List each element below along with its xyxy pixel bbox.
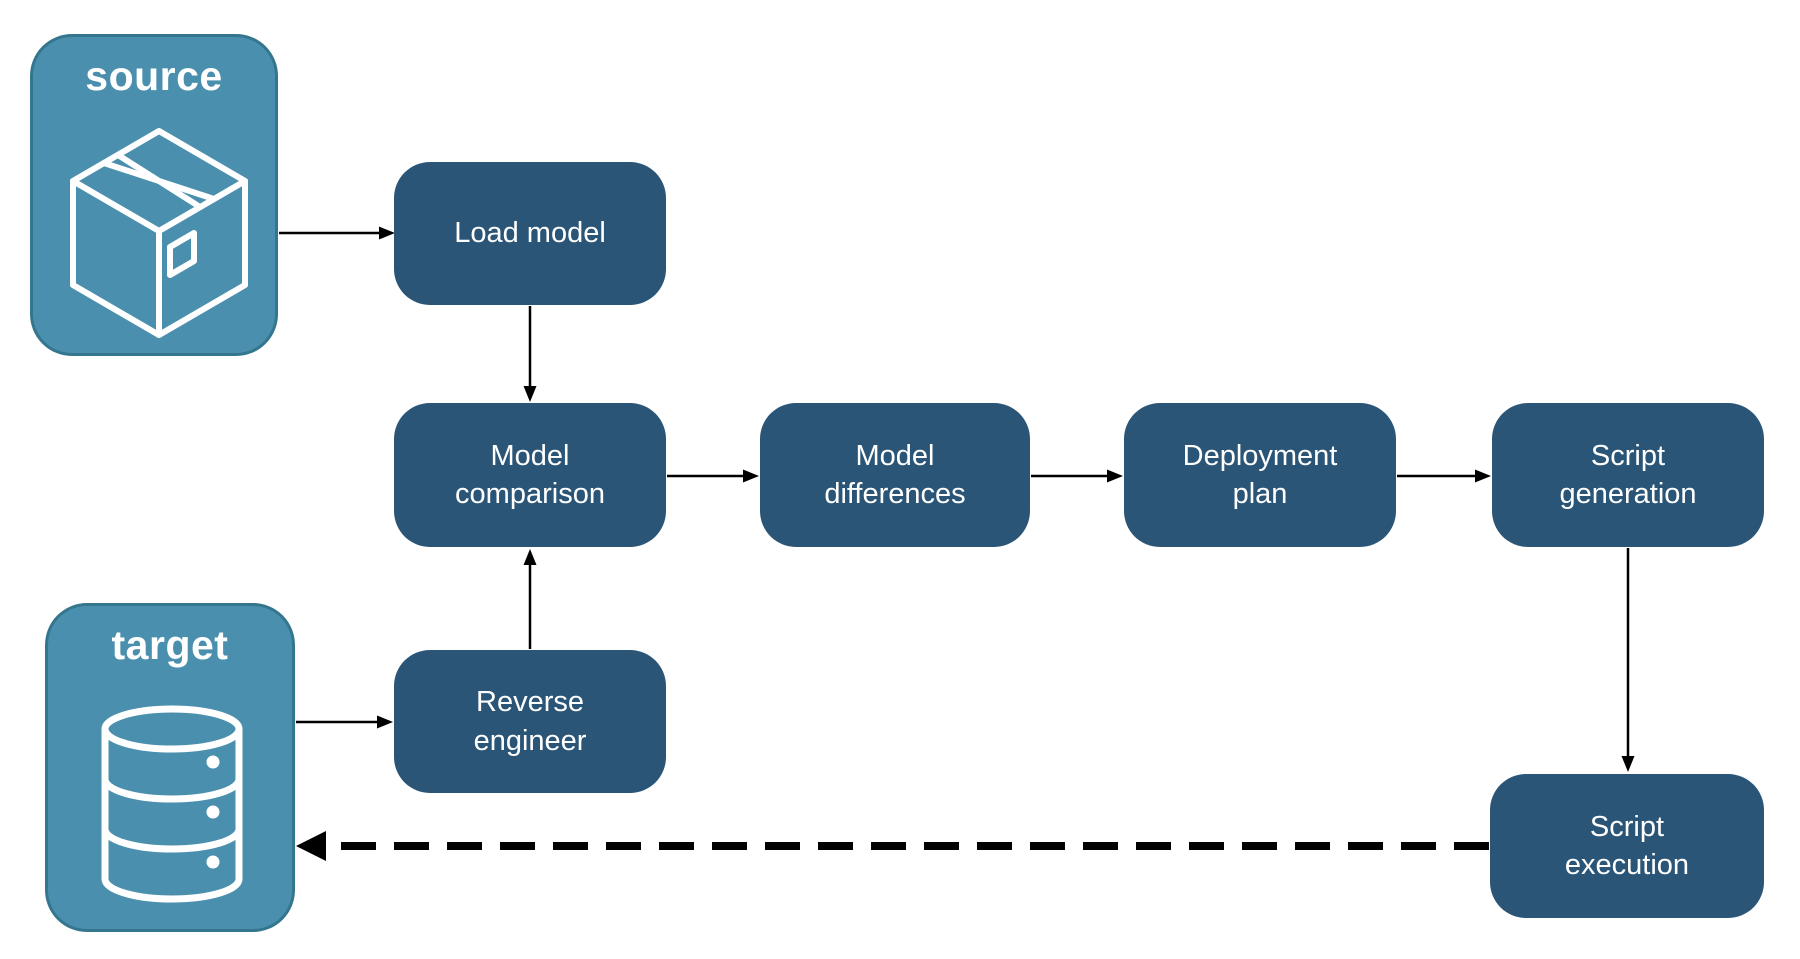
node-script-generation-label: Script generation [1559, 439, 1697, 510]
arrow-source-to-load-model [279, 226, 395, 240]
node-script-execution: Script execution [1490, 774, 1764, 918]
node-load-model: Load model [394, 162, 666, 305]
source-label: source [85, 53, 223, 99]
node-script-generation: Script generation [1492, 403, 1764, 547]
package-icon [70, 128, 248, 338]
node-model-differences-label: Model differences [824, 439, 966, 510]
dashed-arrow-script-execution-to-target [296, 831, 1489, 861]
node-model-differences: Model differences [760, 403, 1030, 547]
arrow-model-comparison-to-model-differences [667, 469, 759, 483]
node-load-model-label: Load model [454, 217, 606, 250]
node-model-comparison-label: Model comparison [455, 439, 605, 510]
target-label: target [111, 622, 229, 668]
arrow-load-model-to-model-comparison [523, 306, 537, 402]
database-icon [101, 705, 243, 903]
arrow-script-generation-to-script-execution [1621, 548, 1635, 772]
arrow-reverse-engineer-to-model-comparison [523, 549, 537, 649]
arrow-deployment-plan-to-script-generation [1397, 469, 1491, 483]
node-script-execution-label: Script execution [1564, 810, 1690, 881]
source-endpoint: source [30, 34, 278, 356]
node-model-comparison: Model comparison [394, 403, 666, 547]
node-deployment-plan-label: Deployment plan [1182, 439, 1338, 510]
arrow-target-to-reverse-engineer [296, 715, 393, 729]
arrow-model-differences-to-deployment-plan [1031, 469, 1123, 483]
node-reverse-engineer-label: Reverse engineer [473, 686, 587, 757]
target-endpoint: target [45, 603, 295, 932]
node-deployment-plan: Deployment plan [1124, 403, 1396, 547]
node-reverse-engineer: Reverse engineer [394, 650, 666, 793]
